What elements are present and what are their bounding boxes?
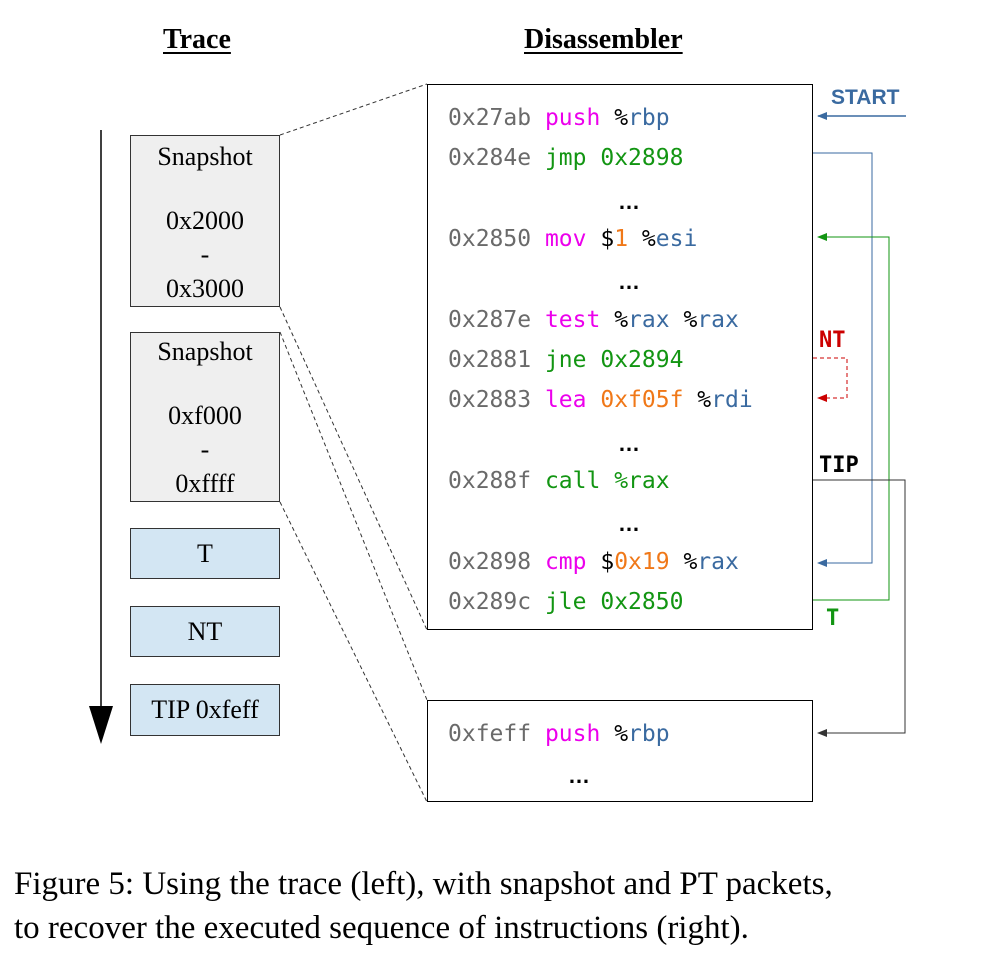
snapshot-end: 0xffff: [175, 469, 235, 498]
zoom-line-snapshot1-top: [279, 83, 428, 136]
instruction-token: %: [614, 105, 629, 131]
time-axis-arrowhead: [89, 706, 113, 744]
zoom-line-snapshot1-bottom: [279, 306, 428, 631]
t-label: T: [826, 606, 840, 631]
instruction-token: 0x19: [614, 549, 670, 575]
packet-t: T: [130, 528, 280, 579]
instruction-token: push: [544, 721, 601, 747]
disasm-line: 0x2850 mov $1 %esi: [448, 226, 698, 252]
instruction-token: mov: [544, 226, 587, 252]
jmp-arrow: [813, 152, 873, 567]
instruction-token: %: [600, 721, 629, 747]
ellipsis: …: [618, 269, 640, 294]
zoom-line-snapshot2-top: [279, 331, 428, 701]
instruction-token: lea: [544, 387, 587, 413]
disassembler-box: 0x27ab push %rbp 0x284e jmp 0x2898 … 0x2…: [427, 84, 813, 630]
instruction-token: $: [586, 549, 615, 575]
ellipsis: …: [618, 189, 640, 214]
not-taken-arrow: [813, 357, 848, 402]
instruction-token: push: [544, 105, 601, 131]
disassembler-box-2: 0xfeff push %rbp …: [427, 700, 813, 802]
instruction-token: [587, 387, 601, 413]
snapshot-start: 0x2000: [166, 206, 244, 235]
instruction-token: rax: [697, 307, 739, 333]
snapshot-box-2: Snapshot 0xf000 - 0xffff: [130, 332, 280, 502]
tip-arrow: [813, 479, 906, 737]
tip-label: TIP: [819, 453, 859, 478]
instruction-token: test: [544, 307, 601, 333]
figure-caption: Figure 5: Using the trace (left), with s…: [14, 862, 994, 950]
instruction-token: jne 0x2894: [544, 347, 684, 373]
ellipsis: …: [568, 763, 590, 788]
nt-label: NT: [819, 328, 846, 353]
snapshot-label: Snapshot: [157, 142, 253, 171]
instruction-token: rax: [628, 307, 670, 333]
instruction-token: cmp: [544, 549, 587, 575]
snapshot-dash: -: [200, 240, 210, 269]
instruction-token: rax: [697, 549, 739, 575]
instruction-token: %: [669, 549, 698, 575]
instruction-token: [600, 105, 614, 131]
instruction-token: esi: [655, 226, 698, 252]
instruction-token: 0xf05f: [600, 387, 684, 413]
disasm-line: 0x287e test %rax %rax: [448, 307, 739, 333]
start-label: START: [831, 86, 900, 109]
snapshot-dash: -: [200, 435, 210, 464]
disasm-line: 0x27ab push %rbp: [448, 105, 670, 131]
disasm-line: 0x2881 jne 0x2894: [448, 347, 684, 373]
instruction-token: call %rax: [544, 468, 670, 494]
instruction-token: $: [586, 226, 615, 252]
ellipsis: …: [618, 511, 640, 536]
instruction-token: jmp 0x2898: [544, 145, 684, 171]
instruction-token: rdi: [711, 387, 753, 413]
snapshot-label: Snapshot: [157, 337, 253, 366]
instruction-token: jle 0x2850: [544, 589, 684, 615]
packet-nt: NT: [130, 606, 280, 657]
packet-tip: TIP 0xfeff: [130, 684, 280, 736]
instruction-token: rbp: [628, 105, 670, 131]
disassembler-header: Disassembler: [524, 24, 683, 55]
instruction-token: %: [600, 307, 629, 333]
trace-header: Trace: [163, 24, 231, 55]
disasm-line: 0x288f call %rax: [448, 468, 670, 494]
instruction-token: %: [628, 226, 656, 252]
taken-arrow: [813, 233, 890, 601]
zoom-line-snapshot2-bottom: [279, 501, 428, 803]
instruction-token: 1: [614, 226, 629, 252]
instruction-token: rbp: [628, 721, 670, 747]
caption-line-1: Figure 5: Using the trace (left), with s…: [14, 866, 833, 902]
disasm-line: 0x2898 cmp $0x19 %rax: [448, 549, 739, 575]
snapshot-start: 0xf000: [168, 401, 242, 430]
disasm-line: 0x2883 lea 0xf05f %rdi: [448, 387, 753, 413]
disasm-line: 0xfeff push %rbp: [448, 721, 670, 747]
instruction-token: %: [669, 307, 698, 333]
instruction-token: %: [683, 387, 712, 413]
disasm-line: 0x289c jle 0x2850: [448, 589, 684, 615]
snapshot-box-1: Snapshot 0x2000 - 0x3000: [130, 135, 280, 307]
snapshot-end: 0x3000: [166, 274, 244, 303]
caption-line-2: to recover the executed sequence of inst…: [14, 910, 749, 946]
ellipsis: …: [618, 431, 640, 456]
disasm-line: 0x284e jmp 0x2898: [448, 145, 684, 171]
